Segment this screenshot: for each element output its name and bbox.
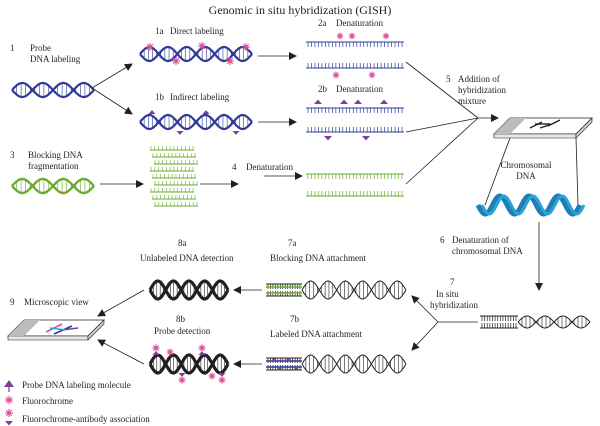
chromosomal-dna-label-line1: Chromosomal	[501, 160, 552, 170]
step-7a-label: Blocking DNA attachment	[270, 253, 366, 263]
chromosomal-dna-helix	[475, 193, 586, 217]
denatured-chromosomal-dna	[480, 315, 591, 329]
step-3-label-line2: fragmentation	[28, 161, 79, 171]
step-1a-number: 1a	[155, 26, 164, 36]
slide-connector-left	[484, 137, 511, 206]
step-1a-label: Direct labeling	[170, 26, 224, 36]
pink-star-icon	[4, 395, 14, 405]
step-8b-number: 8b	[176, 314, 186, 324]
denatured-direct-probe	[306, 32, 404, 79]
slide-connector-right	[575, 137, 579, 206]
step-6-label-line2: chromosomal DNA	[452, 246, 523, 256]
step-7b-label: Labeled DNA attachment	[270, 329, 362, 339]
step-6-label-line1: Denaturation of	[452, 235, 509, 245]
step-8b-label: Probe detection	[154, 326, 211, 336]
legend: Probe DNA labeling molecule Fluorochrome…	[4, 380, 150, 426]
blocking-dna-fragments	[150, 146, 198, 207]
step-8a-number: 8a	[178, 238, 187, 248]
denatured-blocking-dna	[306, 173, 404, 197]
direct-labeled-helix	[139, 42, 253, 65]
blocking-dna-helix	[11, 177, 95, 195]
step-5-label-line3: mixture	[458, 96, 486, 106]
step-3-number: 3	[10, 150, 15, 160]
step-7b-number: 7b	[290, 314, 300, 324]
arrow-from-8b-to-view	[97, 339, 145, 365]
step-5-number: 5	[446, 74, 451, 84]
step-2b-label: Denaturation	[336, 84, 383, 94]
step-7-label-line2: hybridization	[430, 300, 478, 310]
legend-label-1: Fluorochrome	[22, 396, 73, 406]
step-2a-number: 2a	[318, 18, 327, 28]
step-9-number: 9	[10, 297, 15, 307]
step-7-label-line1: In situ	[436, 289, 459, 299]
chromosomal-dna-label-line2: DNA	[516, 171, 536, 181]
step-5-label-line2: hybridization	[458, 85, 506, 95]
step-3-label-line1: Blocking DNA	[28, 150, 83, 160]
step-8a-label: Unlabeled DNA detection	[140, 253, 234, 263]
arrow-to-blocking-attachment	[411, 295, 439, 323]
step-7-number: 7	[450, 277, 455, 287]
step-1-number: 1	[10, 43, 15, 53]
step-1-label-line1: Probe	[30, 43, 51, 53]
step-7a-number: 7a	[288, 238, 297, 248]
connector-from-4	[405, 117, 479, 185]
step-2a-label: Denaturation	[336, 18, 383, 28]
arrow-from-8a-to-view	[97, 289, 145, 317]
step-5-label-line1: Addition of	[458, 74, 500, 84]
connector-from-2a	[405, 61, 479, 119]
step-2b-number: 2b	[318, 84, 328, 94]
step-6-number: 6	[440, 235, 445, 245]
step-4-number: 4	[232, 162, 237, 172]
step-4-label: Denaturation	[246, 162, 293, 172]
connector-from-2b	[405, 117, 479, 133]
arrow-to-direct-labeling	[91, 63, 133, 89]
indirect-labeled-helix	[139, 110, 253, 135]
blocking-attached-helix	[266, 280, 407, 300]
unlabeled-detection-helix	[148, 279, 230, 301]
step-1b-number: 1b	[155, 92, 165, 102]
microscopic-view-slide	[7, 319, 105, 341]
step-1-label-line2: DNA labeling	[30, 54, 81, 64]
labeled-attached-helix	[266, 354, 407, 374]
probe-detection-helix	[148, 344, 230, 384]
step-1b-label: Indirect labeling	[170, 92, 230, 102]
arrow-to-labeled-attachment	[411, 321, 439, 351]
step-9-label: Microscopic view	[24, 297, 89, 307]
diagram-title: Genomic in situ hybridization (GISH)	[209, 3, 392, 17]
denatured-indirect-probe	[306, 99, 404, 141]
slide-with-mixture	[493, 117, 593, 139]
legend-label-0: Probe DNA labeling molecule	[22, 380, 131, 390]
legend-label-2: Fluorochrome-antibody association	[22, 414, 150, 424]
arrow-to-indirect-labeling	[91, 87, 133, 115]
star-triangle-icon	[5, 409, 13, 426]
probe-dna-helix	[11, 81, 95, 99]
purple-triangle-icon	[4, 380, 14, 387]
